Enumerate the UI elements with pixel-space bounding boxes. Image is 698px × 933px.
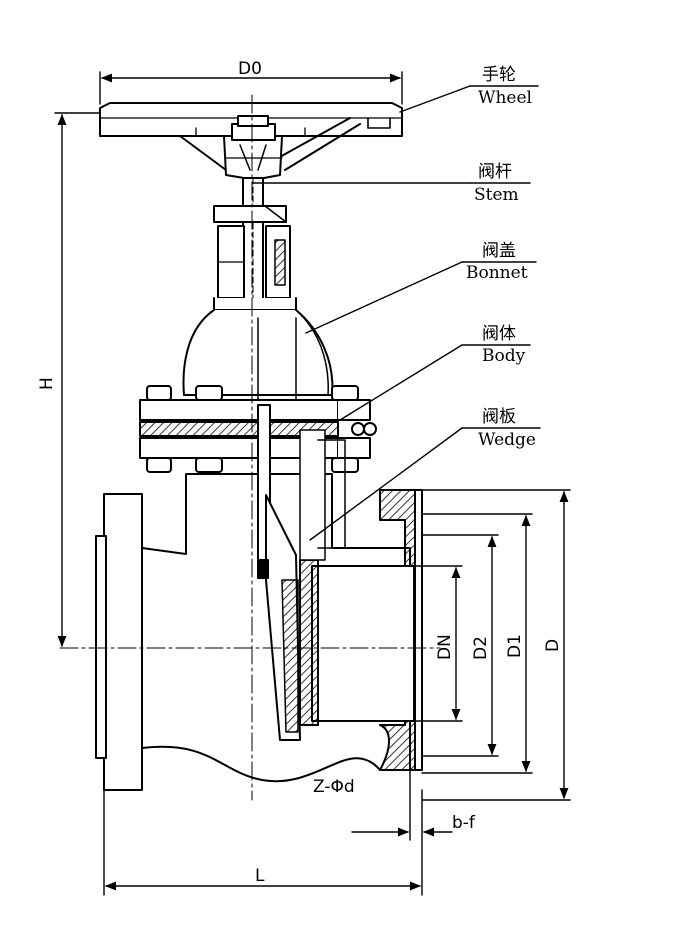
dim-label-d1: D1 xyxy=(505,634,525,658)
dimension-labels: D0 H DN D2 D1 D Z-Φd b-f L xyxy=(37,59,563,886)
handwheel xyxy=(99,102,403,191)
dimension-lines xyxy=(54,71,571,896)
dim-label-d0: D0 xyxy=(238,59,262,79)
dim-label-d2: D2 xyxy=(471,636,491,660)
wedge xyxy=(257,404,301,741)
dim-label-z-phi-d: Z-Φd xyxy=(313,777,355,797)
label-stem-en: Stem xyxy=(474,185,519,205)
label-wedge-en: Wedge xyxy=(478,430,536,450)
label-body-en: Body xyxy=(482,346,526,366)
label-bonnet-en: Bonnet xyxy=(466,263,528,283)
dim-label-l: L xyxy=(255,866,265,886)
stem-yoke xyxy=(213,177,297,319)
dim-label-d: D xyxy=(543,639,563,652)
centre-lines xyxy=(59,94,441,801)
bonnet-flange xyxy=(139,385,377,473)
dim-label-b-f: b-f xyxy=(452,813,476,833)
dim-label-dn: DN xyxy=(435,634,455,660)
label-bonnet-cn: 阀盖 xyxy=(482,241,516,261)
dim-label-h: H xyxy=(37,377,57,390)
bonnet xyxy=(182,309,334,401)
leader-lines xyxy=(251,85,541,541)
label-body-cn: 阀体 xyxy=(482,324,516,344)
label-wedge-cn: 阀板 xyxy=(482,407,516,427)
part-labels: 手轮 Wheel 阀杆 Stem 阀盖 Bonnet 阀体 Body 阀板 We… xyxy=(466,65,536,450)
label-wheel-cn: 手轮 xyxy=(482,65,516,85)
label-wheel-en: Wheel xyxy=(478,88,532,108)
label-stem-cn: 阀杆 xyxy=(478,162,512,182)
